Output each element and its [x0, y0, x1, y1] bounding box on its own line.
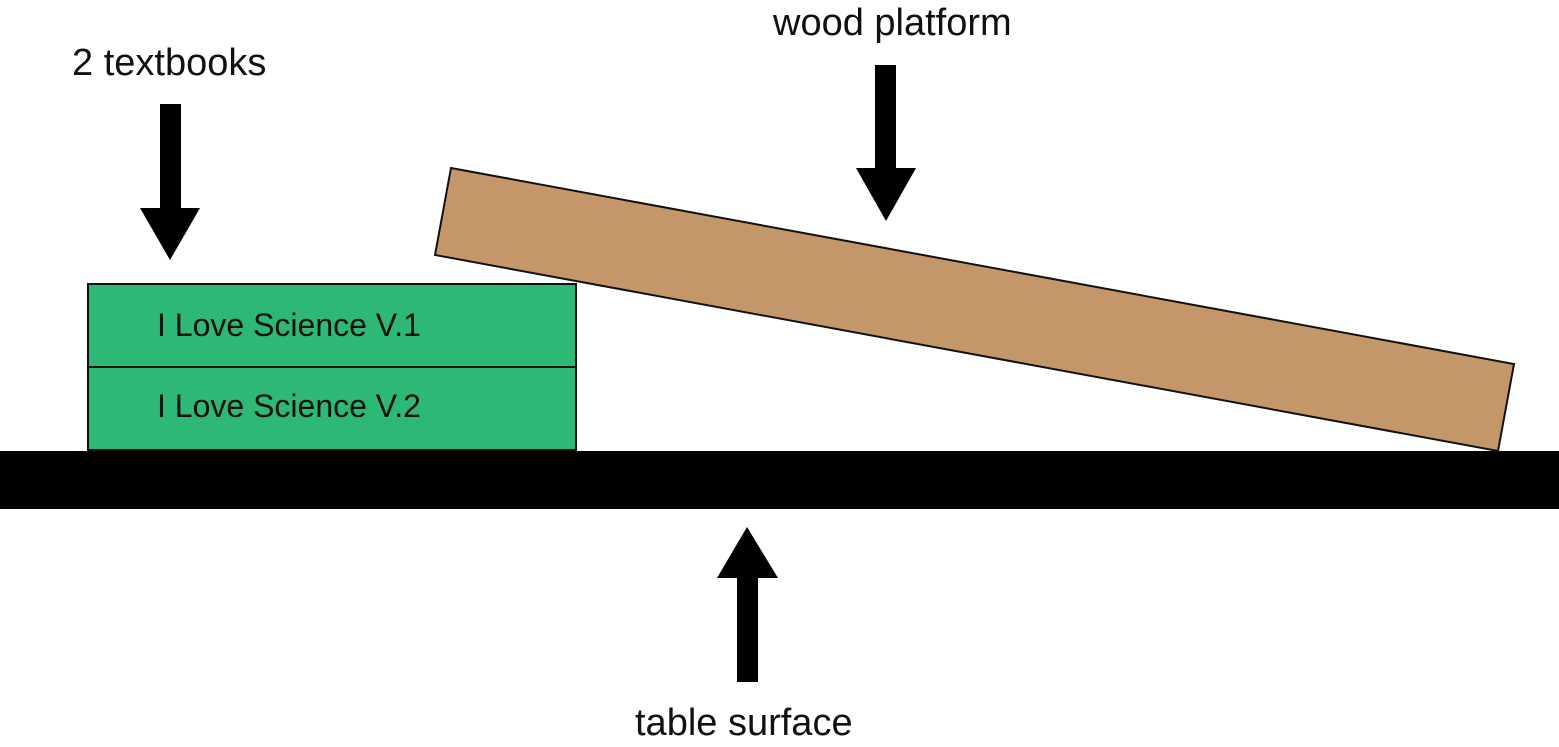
wood-platform: [433, 166, 1516, 453]
textbook-2-title: I Love Science V.2: [157, 388, 421, 424]
table-surface: [0, 451, 1559, 509]
textbook-1-title: I Love Science V.1: [157, 307, 421, 343]
table-label: table surface: [635, 702, 853, 744]
platform-label: wood platform: [772, 2, 1012, 44]
textbook-2: [87, 366, 577, 451]
textbook-stack: I Love Science V.1 I Love Science V.2: [87, 283, 577, 451]
textbooks-label: 2 textbooks: [72, 42, 266, 84]
textbook-1: [87, 283, 577, 368]
table-arrow-up-icon: [717, 527, 778, 682]
textbooks-arrow-down-icon: [140, 104, 200, 260]
platform-arrow-down-icon: [856, 65, 916, 221]
